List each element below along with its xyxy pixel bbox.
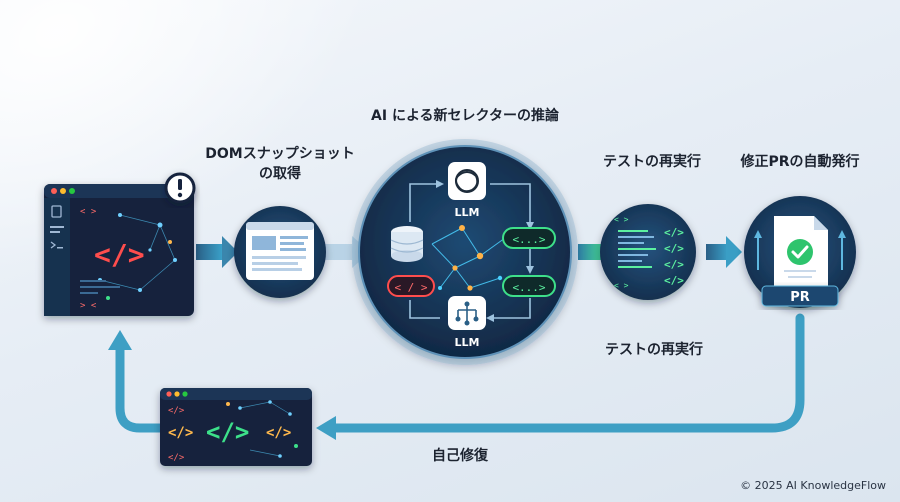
healed-tag-left: </> [168,425,193,441]
pr-badge-text: PR [790,290,810,305]
healed-tag-right: </> [266,425,291,441]
ai-network-nodes [452,225,484,291]
dom-snapshot-label: DOMスナップショット の取得 [200,144,360,184]
self-heal-label: 自己修復 [432,448,488,464]
arrow-browser-to-dom [196,236,238,268]
browser-tag-small-bottom: > < [80,301,97,311]
svg-text:< >: < > [614,281,629,290]
arrow-retest-to-pr [706,236,742,268]
svg-text:< >: < > [614,215,629,224]
browser-tag-small: < > [80,207,97,217]
healed-tag-bottom: </> [168,453,185,463]
broken-selector-tag: < / > [387,275,435,297]
new-selector-text-top: <...> [512,233,545,246]
healed-tag-top: </> [168,406,185,416]
ai-flow-lines [409,183,531,319]
retest-code-tag-2: </> [664,242,684,255]
dom-snapshot-label-line2: の取得 [259,166,301,182]
new-selector-tag-bottom: <...> [502,275,556,297]
ai-network-mesh [431,227,506,289]
healed-code-window: </> </> </> </> </> [160,388,312,466]
browser-code-tag: </> [94,238,145,271]
ai-inference-label: AI による新セレクターの推論 [371,108,559,124]
copyright: © 2025 AI KnowledgeFlow [740,479,886,492]
openai-logo-icon [448,162,486,200]
retest-label-bottom: テストの再実行 [605,342,703,358]
new-selector-text-bottom: <...> [512,281,545,294]
retest-code-tag-1: </> [664,226,684,239]
network-icon [448,296,486,330]
new-selector-tag-top: <...> [502,227,556,249]
healed-tag-main: </> [206,418,249,446]
pr-badge: PR [761,285,839,307]
ai-flow-arrowheads [436,180,534,322]
auto-pr-label: 修正PRの自動発行 [740,154,860,170]
ai-inference-circle [352,139,578,365]
return-loop-arrow [108,313,805,440]
retest-code-tag-4: </> [664,274,684,287]
llm-top-label: LLM [455,206,480,219]
webpage-icon [234,206,326,298]
document-check-icon [744,196,856,308]
broken-selector-text: < / > [394,281,427,294]
retest-code-tag-3: </> [664,258,684,271]
retest-label-top: テストの再実行 [603,154,701,170]
dom-snapshot-label-line1: DOMスナップショット [205,146,355,162]
llm-bottom-label: LLM [455,336,480,349]
code-lines-icon: < > < > </> </> </> </> [600,204,696,300]
browser-window-icon: < > </> > < [44,184,194,316]
alert-icon [164,172,196,204]
database-icon [390,226,424,262]
